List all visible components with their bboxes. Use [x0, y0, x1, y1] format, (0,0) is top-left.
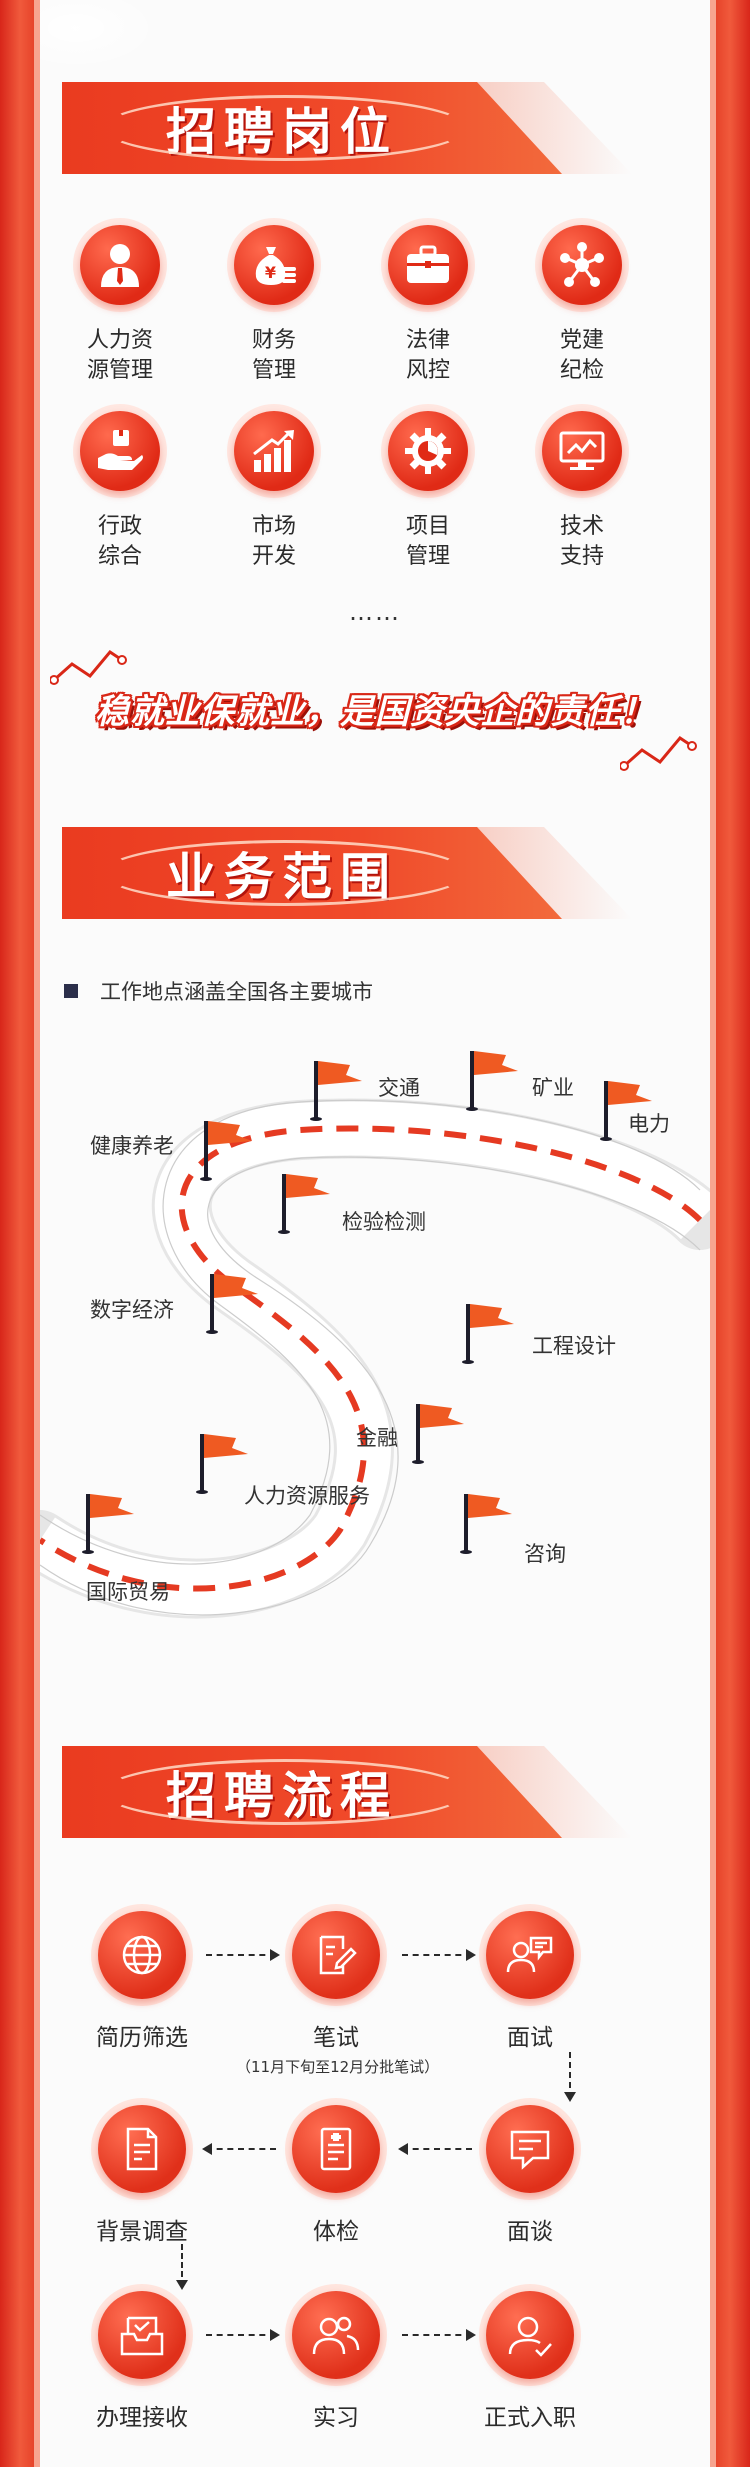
flag-icon	[412, 1404, 464, 1464]
position-admin: 行政 综合	[50, 404, 190, 572]
network-icon	[560, 242, 604, 287]
arrow-right	[206, 2329, 280, 2341]
step-onboarding-processing: 办理接收	[42, 2284, 242, 2432]
flag-icon	[278, 1174, 330, 1234]
svg-text:¥: ¥	[265, 263, 276, 282]
field-elderly-care: 健康养老	[90, 1134, 174, 1158]
person-icon	[101, 244, 139, 287]
gear-chart-icon	[405, 428, 451, 474]
step-written-test: 笔试 （11月下旬至12月分批笔试）	[236, 1904, 439, 2077]
scope-banner: 业务范围	[62, 827, 632, 919]
medical-report-icon	[320, 2127, 352, 2171]
briefcase-icon	[407, 245, 449, 283]
globe-icon	[122, 1935, 162, 1975]
position-party: 党建 纪检	[512, 218, 652, 386]
field-inspection: 检验检测	[342, 1210, 426, 1234]
position-legal: 法律 风控	[358, 218, 498, 386]
arrow-right	[402, 1949, 476, 1961]
position-market: 市场 开发	[204, 404, 344, 572]
field-power: 电力	[628, 1112, 670, 1136]
arrow-right	[206, 1949, 280, 1961]
positions-banner: 招聘岗位	[62, 82, 632, 174]
flag-icon	[200, 1121, 252, 1181]
field-engineering: 工程设计	[532, 1334, 616, 1358]
hand-box-icon	[98, 430, 143, 470]
field-intl-trade: 国际贸易	[86, 1580, 170, 1604]
bullet-square	[64, 984, 78, 998]
position-project: 项目 管理	[358, 404, 498, 572]
user-check-icon	[508, 2316, 552, 2357]
people-chat-icon	[506, 1936, 553, 1973]
arrow-down	[176, 2244, 188, 2290]
more-ellipsis: ……	[349, 598, 401, 626]
chat-bubble-icon	[510, 2130, 550, 2170]
flag-icon	[466, 1051, 518, 1111]
flag-icon	[310, 1061, 362, 1121]
inbox-check-icon	[120, 2316, 164, 2356]
cloud-decoration	[40, 0, 160, 70]
left-frame	[0, 0, 40, 2467]
field-consulting: 咨询	[524, 1542, 566, 1566]
step-medical: 体检	[236, 2098, 436, 2246]
position-tech: 技术 支持	[512, 404, 652, 572]
flag-icon	[82, 1494, 134, 1554]
arrow-down	[564, 2052, 576, 2102]
position-hr: 人力资 源管理	[50, 218, 190, 386]
position-finance: ¥ 财务 管理	[204, 218, 344, 386]
growth-chart-icon	[253, 430, 294, 472]
field-mining: 矿业	[532, 1076, 574, 1100]
arrow-left	[398, 2143, 472, 2155]
field-traffic: 交通	[378, 1076, 420, 1100]
step-talk: 面谈	[430, 2098, 630, 2246]
flag-icon	[196, 1434, 248, 1494]
money-bag-icon: ¥	[255, 247, 296, 285]
monitor-icon	[559, 431, 605, 470]
arrow-left	[202, 2143, 276, 2155]
content-panel: 招聘岗位 人力资 源管理 ¥ 财务 管理 法律 风控 党建 纪检 行政 综合	[40, 0, 710, 2467]
group-icon	[312, 2316, 360, 2355]
positions-title: 招聘岗位	[62, 82, 502, 174]
step-internship: 实习	[236, 2284, 436, 2432]
slogan: 稳就业保就业，是国资央企的责任！	[95, 692, 655, 732]
step-interview: 面试	[430, 1904, 630, 2052]
step-background-check: 背景调查	[42, 2098, 242, 2246]
right-frame	[710, 0, 750, 2467]
edit-document-icon	[319, 1935, 357, 1975]
zigzag-decoration-right	[620, 736, 697, 771]
field-finance: 金融	[356, 1426, 398, 1450]
step-formal-entry: 正式入职	[430, 2284, 630, 2432]
field-hr-services: 人力资源服务	[244, 1484, 370, 1508]
document-check-icon	[126, 2127, 158, 2171]
process-banner: 招聘流程	[62, 1746, 632, 1838]
process-title: 招聘流程	[62, 1746, 502, 1838]
arrow-right	[402, 2329, 476, 2341]
scope-title: 业务范围	[62, 827, 502, 919]
flag-icon	[206, 1274, 258, 1334]
flag-icon	[600, 1081, 652, 1141]
zigzag-decoration-left	[50, 650, 127, 685]
field-digital-economy: 数字经济	[90, 1298, 174, 1322]
flag-icon	[460, 1494, 512, 1554]
scope-note: 工作地点涵盖全国各主要城市	[64, 976, 373, 1006]
flag-icon	[462, 1304, 514, 1364]
step-resume-screening: 简历筛选	[42, 1904, 242, 2052]
